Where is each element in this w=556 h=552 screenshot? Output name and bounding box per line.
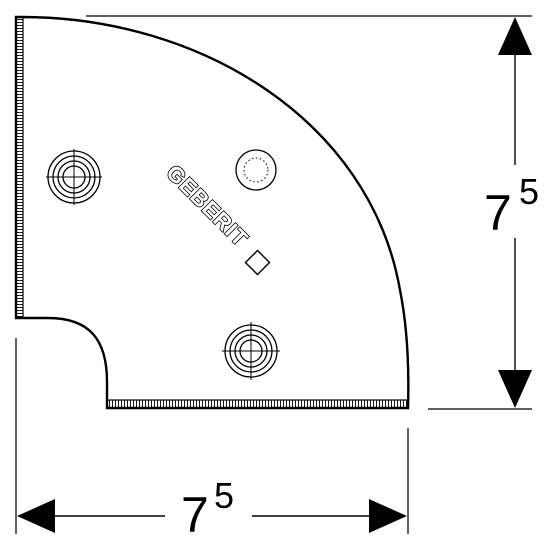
width-dimension: 7 5 — [15, 338, 409, 543]
width-dimension-superscript: 5 — [214, 475, 234, 516]
width-arrow-left-icon — [17, 499, 55, 533]
width-arrow-right-icon — [369, 499, 407, 533]
height-arrow-down-icon — [498, 370, 532, 408]
bottom-edge-hatching — [106, 399, 409, 409]
logo-square-icon — [244, 249, 271, 276]
height-dimension-superscript: 5 — [519, 171, 539, 212]
screw-hole-top-left — [46, 149, 102, 205]
screw-hole-bottom-right — [222, 322, 280, 380]
height-dimension-value: 7 — [484, 185, 512, 241]
height-arrow-up-icon — [498, 17, 532, 55]
width-dimension-value: 7 — [181, 487, 209, 543]
corner-plate-outline — [14, 15, 410, 410]
drain-marker-circle — [235, 149, 277, 191]
left-edge-hatching — [15, 16, 24, 319]
height-dimension: 7 5 — [86, 15, 539, 410]
